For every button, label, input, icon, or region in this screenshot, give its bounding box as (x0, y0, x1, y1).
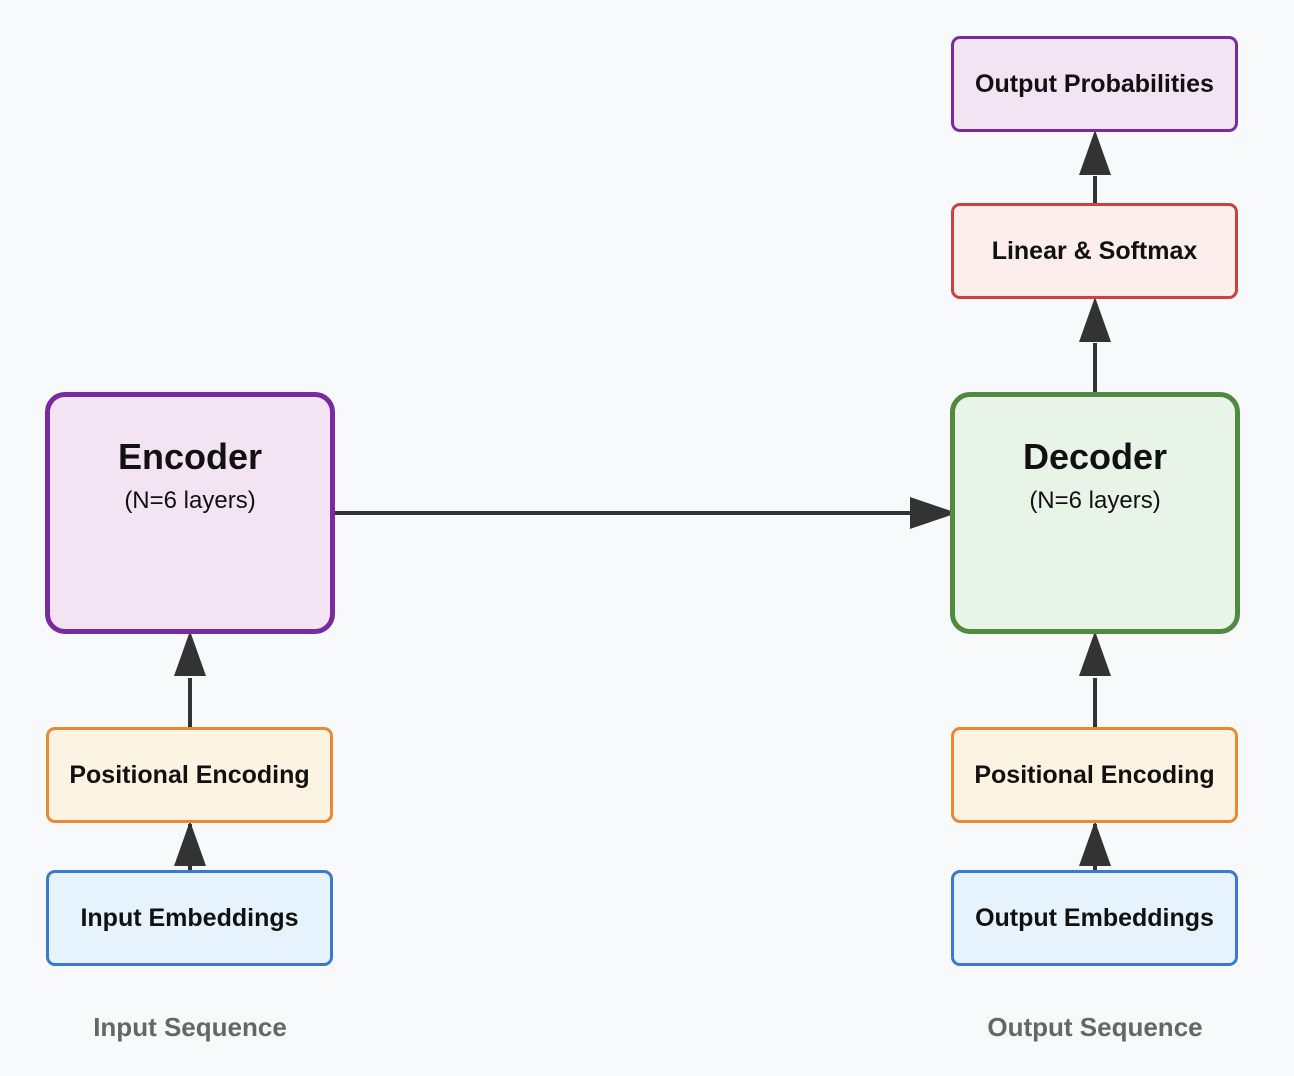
arrowhead-encoder (174, 631, 206, 676)
output-sequence-caption: Output Sequence (987, 1012, 1203, 1042)
arrowhead-decoder (910, 497, 957, 529)
decoder-title: Decoder (1022, 436, 1168, 477)
arrowhead-output-positional (1079, 821, 1111, 866)
decoder-subtitle: (N=6 layers) (1029, 487, 1161, 514)
linear-softmax-node: Linear & Softmax (951, 203, 1238, 299)
arrowhead-input-positional (174, 821, 206, 866)
output-positional-encoding-node: Positional Encoding (951, 727, 1238, 823)
decoder-node: Decoder (N=6 layers) (950, 392, 1240, 634)
encoder-node: Encoder (N=6 layers) (45, 392, 335, 634)
arrowhead-linear (1079, 297, 1111, 342)
arrowhead-probabilities (1079, 130, 1111, 175)
output-embeddings-node: Output Embeddings (951, 870, 1238, 966)
arrowhead-decoder-bottom (1079, 631, 1111, 676)
input-sequence-caption: Input Sequence (93, 1012, 287, 1042)
output-probabilities-node: Output Probabilities (951, 36, 1238, 132)
encoder-title: Encoder (117, 436, 263, 477)
input-positional-encoding-node: Positional Encoding (46, 727, 333, 823)
encoder-subtitle: (N=6 layers) (124, 487, 256, 514)
input-embeddings-node: Input Embeddings (46, 870, 333, 966)
